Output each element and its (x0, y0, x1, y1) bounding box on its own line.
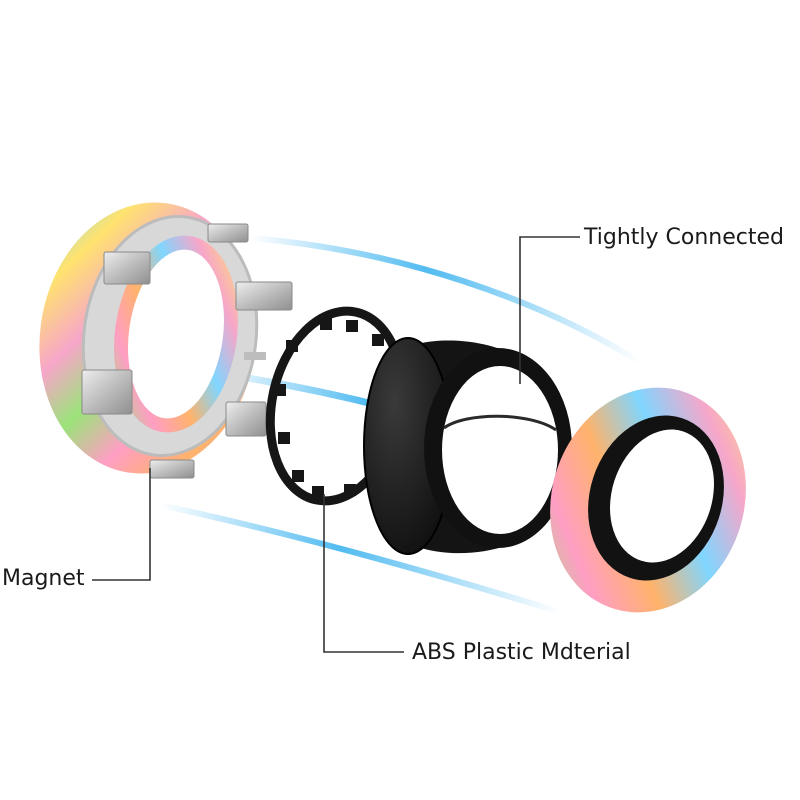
magnet-blocks (81, 223, 293, 479)
motion-streak-low (157, 502, 563, 615)
magnet-block (149, 459, 195, 479)
magnet-pin (244, 352, 266, 360)
leader-tightly-connected (519, 236, 580, 384)
leader-magnet (92, 468, 151, 581)
magnet-block (235, 281, 293, 311)
motion-streak-top (247, 235, 643, 365)
label-tightly-connected: Tightly Connected (584, 225, 784, 250)
leader-lines (92, 236, 580, 653)
sleeve-inner (442, 366, 558, 534)
label-magnet: Magnet (2, 566, 85, 591)
magnet-block (207, 223, 249, 243)
left-ring-hole (114, 235, 238, 433)
right-rainbow-ring (550, 387, 746, 613)
magnet-ring-assembly (39, 202, 293, 479)
black-sleeve (363, 337, 572, 555)
magnet-block (81, 369, 133, 415)
magnet-block (103, 251, 151, 285)
magnet-block (225, 401, 267, 437)
leader-abs (323, 494, 404, 653)
label-abs-material: ABS Plastic Mdterial (412, 640, 631, 665)
